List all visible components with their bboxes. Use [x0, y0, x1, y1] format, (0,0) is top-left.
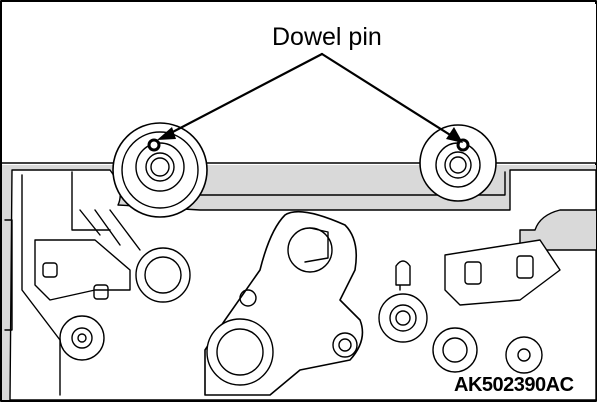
right-mid-hole: [395, 310, 411, 326]
key-tab: [395, 260, 411, 286]
right-lower-hole-b: [517, 348, 531, 362]
leader-right: [320, 52, 457, 140]
left-ribs: [79, 209, 141, 251]
rail-top: [199, 171, 506, 196]
center-bracket-lower-boss: [332, 332, 358, 358]
arrowhead-right: [446, 127, 463, 143]
left-slot-b: [93, 284, 109, 300]
right-dowel-inner: [449, 156, 467, 174]
right-mid-boss: [378, 293, 428, 343]
dowel-pin-label: Dowel pin: [272, 23, 382, 51]
rail-left: [71, 171, 111, 231]
rail-stub-left: [4, 219, 13, 331]
port-bore: [144, 256, 182, 294]
port-boss: [135, 247, 191, 303]
right-mid-bore: [389, 304, 417, 332]
left-slot-a: [42, 262, 58, 278]
center-bracket-hole-detail: [304, 227, 329, 263]
center-bracket-small-hole: [239, 289, 257, 307]
lower-left-hole: [77, 333, 87, 343]
right-dowel-bore: [444, 151, 472, 179]
right-dowel-boss-outer: [419, 124, 497, 202]
left-dowel-counterbore: [135, 142, 185, 192]
right-dowel-pin: [456, 138, 470, 152]
left-dowel-pin: [147, 138, 161, 152]
rail-edge-left: [21, 174, 61, 396]
lower-left-bore: [71, 327, 93, 349]
right-lower-bore-a: [442, 337, 468, 363]
center-main-bore: [216, 328, 264, 376]
arrowhead-left: [157, 127, 176, 140]
lower-left-boss: [59, 315, 105, 361]
right-lower-boss-a: [432, 327, 478, 373]
callout-leaders: [163, 52, 457, 140]
center-bracket-lower-hole: [338, 338, 352, 352]
right-plate-slot-b: [516, 255, 534, 279]
left-dowel-inner: [150, 157, 170, 177]
left-dowel-bore: [145, 152, 175, 182]
right-lower-boss-b: [505, 336, 543, 374]
right-plate-slot-a: [464, 261, 482, 285]
leader-left: [163, 52, 324, 138]
figure-id: AK502390AC: [454, 374, 574, 396]
left-dowel-boss-ring: [121, 131, 199, 209]
